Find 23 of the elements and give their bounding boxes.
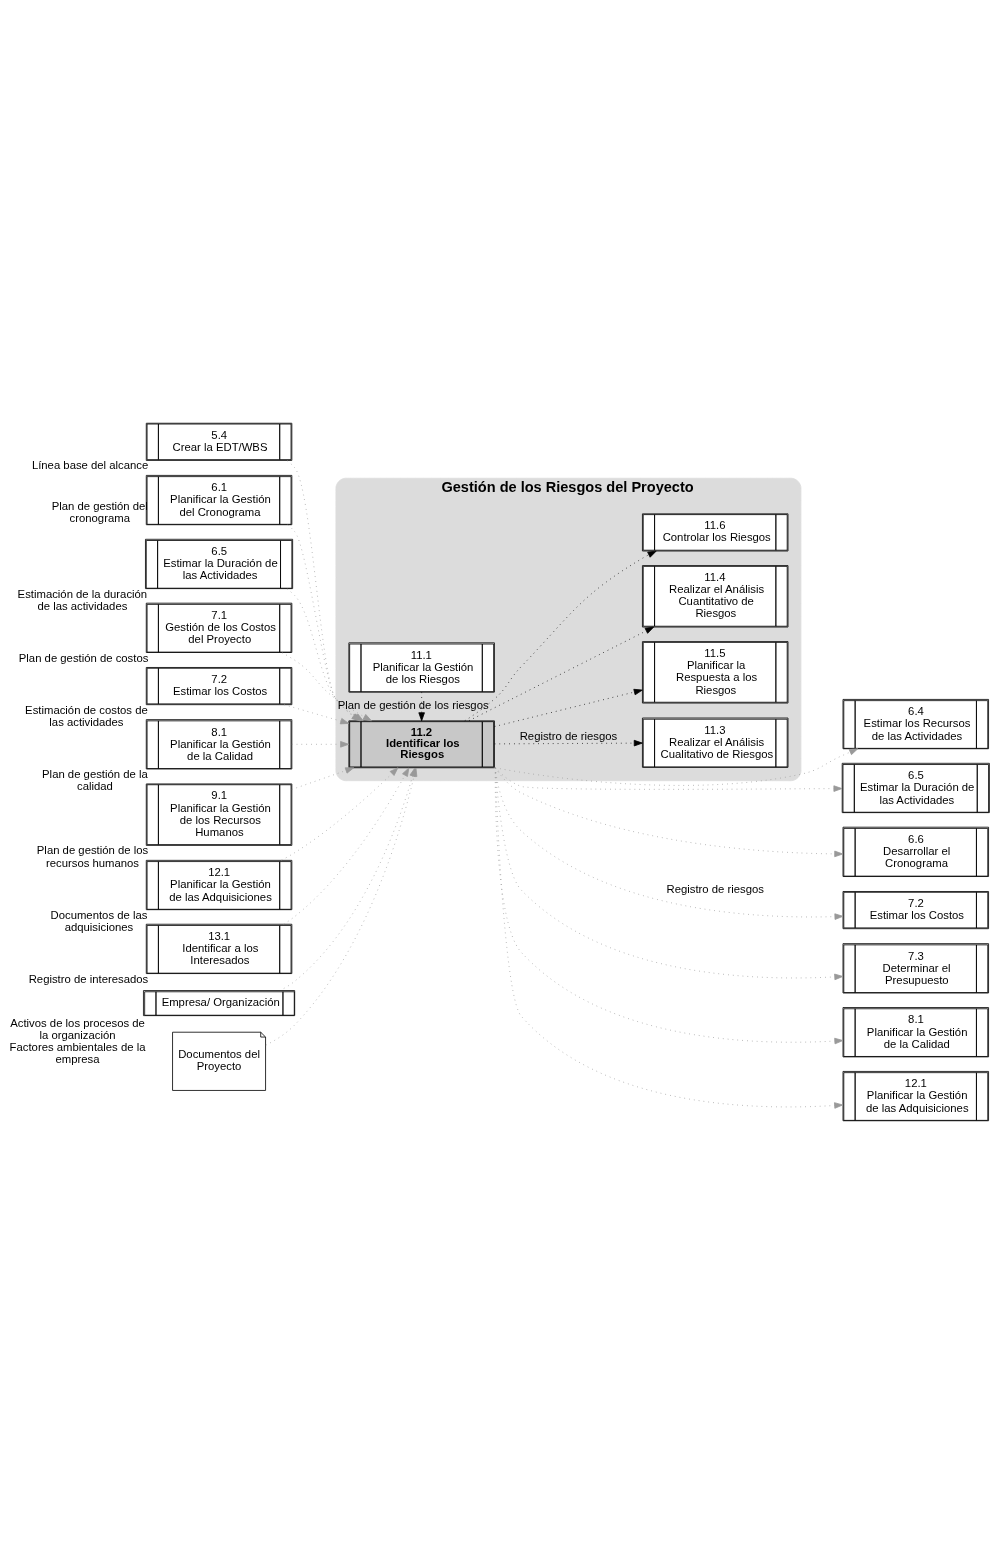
node-label: Registro de interesados	[28, 972, 149, 985]
node-label: Estimación de costos de las actividades	[25, 703, 148, 728]
arrow	[494, 748, 859, 786]
node-label: Plan de gestión de costos	[18, 651, 149, 664]
edge-label: Registro de riesgos	[519, 730, 618, 743]
edge-label: Plan de gestión de los riesgos	[337, 699, 489, 712]
arrow	[494, 739, 643, 747]
node-label: Estimación de la duración de las actividades	[17, 587, 148, 612]
arrow	[464, 550, 657, 722]
arrow	[283, 704, 350, 725]
node-label: Documentos de las adquisiciones	[50, 908, 148, 933]
arrow	[468, 626, 654, 722]
arrow	[494, 688, 643, 727]
node-label: Plan de gestión de la calidad	[42, 768, 148, 793]
node-label: Activos de los procesos de la organización	[10, 1016, 145, 1041]
arrow	[494, 767, 844, 1109]
node-label: Línea base del alcance	[31, 459, 149, 472]
arrow	[291, 767, 355, 790]
arrow	[418, 692, 425, 722]
edge-label: Registro de riesgos	[666, 883, 764, 896]
arrow	[291, 741, 350, 748]
node-label: Factores ambientales de la empresa	[9, 1040, 146, 1066]
arrow	[281, 767, 399, 861]
